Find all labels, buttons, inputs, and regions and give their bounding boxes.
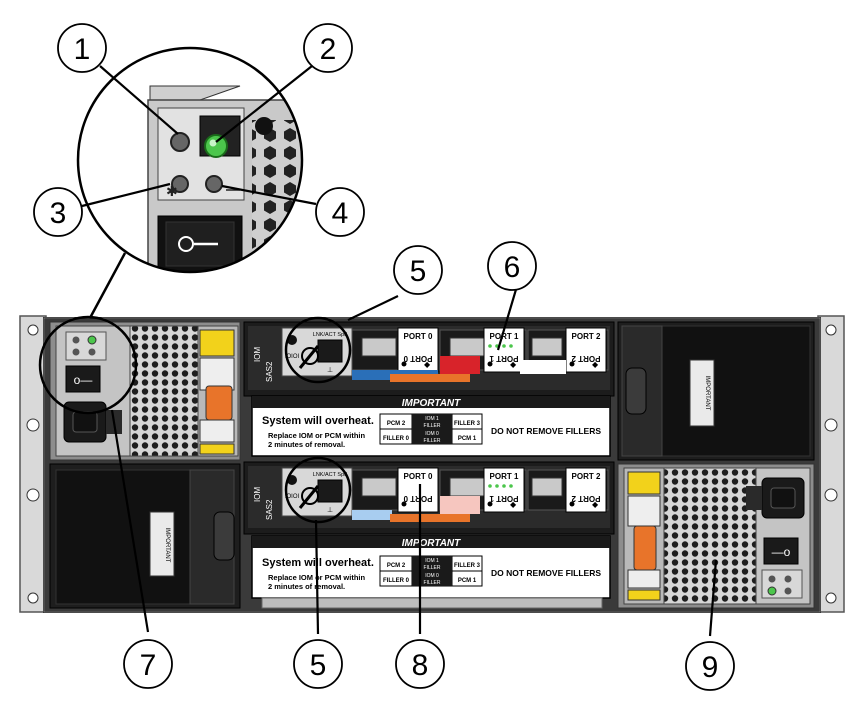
svg-text:◆: ◆: [592, 360, 599, 369]
iom-top-port-1-label-inv: PORT 1: [489, 354, 518, 363]
important-top-filler-b: FILLER: [424, 438, 441, 444]
filler-left-label: IMPORTANT: [164, 528, 170, 563]
callout-2-label: 2: [320, 33, 337, 66]
iom-bottom-port-2[interactable]: PORT 2 PORT 2 ◆: [527, 467, 609, 513]
important-bottom-filler-a: FILLER: [424, 565, 441, 571]
important-bottom-heading: IMPORTANT: [402, 538, 461, 549]
iom-bottom-port-0[interactable]: PORT 0 PORT 0: [351, 467, 439, 520]
important-bottom-notice: DO NOT REMOVE FILLERS: [491, 568, 601, 578]
svg-text:◆: ◆: [510, 360, 517, 369]
callout-9-label: 9: [702, 651, 719, 684]
iom-bottom-port-2-label-inv: PORT 2: [571, 494, 600, 503]
iom-top-port-0[interactable]: PORT 0 PORT 0 ◆: [351, 327, 439, 380]
important-bottom-iom1: IOM 1: [425, 558, 439, 564]
important-bottom-warning: System will overheat.: [262, 557, 374, 569]
leader-lines: [81, 65, 718, 637]
important-top-iom0: IOM 0: [425, 431, 439, 437]
svg-text:⊥: ⊥: [327, 507, 333, 514]
important-top-filler-a: FILLER: [424, 423, 441, 429]
callout-5-top-label: 5: [410, 255, 427, 288]
callout-4-label: 4: [332, 197, 349, 230]
svg-text:◆: ◆: [592, 500, 599, 509]
iom-bottom-port-1-label: PORT 1: [490, 472, 519, 481]
pcm-top-left: o—: [38, 315, 241, 461]
important-bottom-instr2: 2 minutes of removal.: [268, 582, 345, 591]
iom-top-port-2-label-inv: PORT 2: [571, 354, 600, 363]
iom-top-port-2-label: PORT 2: [572, 332, 601, 341]
iom-top-lnk: LNK/ACT Spd: [313, 332, 347, 338]
callout-5-bottom: 5: [293, 639, 343, 689]
svg-text:⊥: ⊥: [327, 367, 333, 374]
iom-top-port-1-label: PORT 1: [490, 332, 519, 341]
callout-7-label: 7: [140, 649, 157, 682]
important-top-filler3: FILLER 3: [454, 421, 481, 427]
callout-1: 1: [57, 23, 107, 73]
iom-bottom-port-2-label: PORT 2: [572, 472, 601, 481]
important-bottom-filler0: FILLER 0: [383, 578, 410, 584]
important-top-iom1: IOM 1: [425, 416, 439, 422]
iom-top-port-0-label: PORT 0: [404, 332, 433, 341]
important-panel-top: IMPORTANT System will overheat. Replace …: [251, 395, 611, 457]
important-top-notice: DO NOT REMOVE FILLERS: [491, 426, 601, 436]
iom-bottom: IOM SAS2 IOIOI LNK/ACT Spd ⊥ PORT 0 PORT…: [243, 456, 615, 535]
important-top-pcm1: PCM 1: [458, 436, 477, 442]
iom-bottom-sas: SAS2: [265, 499, 274, 520]
iom-bottom-port-0-label: PORT 0: [404, 472, 433, 481]
iom-top-port-1[interactable]: PORT 1 PORT 1 ◆: [439, 327, 527, 374]
important-bottom-pcm2: PCM 2: [387, 563, 406, 569]
filler-right-label: IMPORTANT: [704, 376, 710, 411]
important-bottom-filler-b: FILLER: [424, 580, 441, 586]
important-top-instr2: 2 minutes of removal.: [268, 440, 345, 449]
callout-8-label: 8: [412, 649, 429, 682]
callout-3-label: 3: [50, 197, 67, 230]
iom-bottom-port-0-label-inv: PORT 0: [403, 494, 432, 503]
callout-1-label: 1: [74, 33, 91, 66]
svg-text:✱: ✱: [166, 183, 178, 199]
important-top-pcm2: PCM 2: [387, 421, 406, 427]
iom-top-port-2[interactable]: PORT 2 PORT 2 ◆: [520, 327, 609, 374]
svg-text:—o: —o: [772, 545, 791, 559]
callout-6: 6: [487, 241, 537, 291]
iom-bottom-lnk: LNK/ACT Spd: [313, 472, 347, 478]
filler-bottom-left: IMPORTANT: [49, 463, 241, 609]
important-top-filler0: FILLER 0: [383, 436, 410, 442]
iom-top: IOM SAS2 IOIOI LNK/ACT Spd ⊥ PORT 0 PORT…: [243, 316, 615, 397]
callout-8: 8: [395, 639, 445, 689]
important-bottom-pcm1: PCM 1: [458, 578, 477, 584]
pcm-bottom-right: —o: [617, 463, 815, 609]
svg-text:o—: o—: [74, 373, 93, 387]
callout-9: 9: [685, 641, 735, 691]
important-top-warning: System will overheat.: [262, 415, 374, 427]
iom-top-type: IOM: [253, 347, 262, 362]
zoom-callout-power-supply: ✱: [76, 46, 304, 319]
important-bottom-iom0: IOM 0: [425, 573, 439, 579]
svg-text:IOIOI: IOIOI: [285, 494, 300, 500]
important-panel-bottom: IMPORTANT System will overheat. Replace …: [251, 535, 611, 609]
callout-5-bottom-label: 5: [310, 649, 327, 682]
iom-bottom-port-1-label-inv: PORT 1: [489, 494, 518, 503]
important-top-instr1: Replace IOM or PCM within: [268, 431, 366, 440]
callout-5-top: 5: [393, 245, 443, 295]
callout-3: 3: [33, 187, 83, 237]
iom-top-port-0-label-inv: PORT 0: [403, 354, 432, 363]
callout-4: 4: [315, 187, 365, 237]
important-bottom-filler3: FILLER 3: [454, 563, 481, 569]
svg-text:◆: ◆: [424, 360, 431, 369]
iom-bottom-port-1[interactable]: PORT 1 PORT 1 ◆: [439, 467, 527, 514]
iom-top-sas: SAS2: [265, 361, 274, 382]
svg-text:IOIOI: IOIOI: [285, 354, 300, 360]
callout-6-label: 6: [504, 251, 521, 284]
callout-7: 7: [123, 639, 173, 689]
iom-bottom-type: IOM: [253, 487, 262, 502]
filler-top-right: IMPORTANT: [617, 321, 815, 461]
svg-text:◆: ◆: [510, 500, 517, 509]
callout-2: 2: [303, 23, 353, 73]
important-top-heading: IMPORTANT: [402, 398, 461, 409]
